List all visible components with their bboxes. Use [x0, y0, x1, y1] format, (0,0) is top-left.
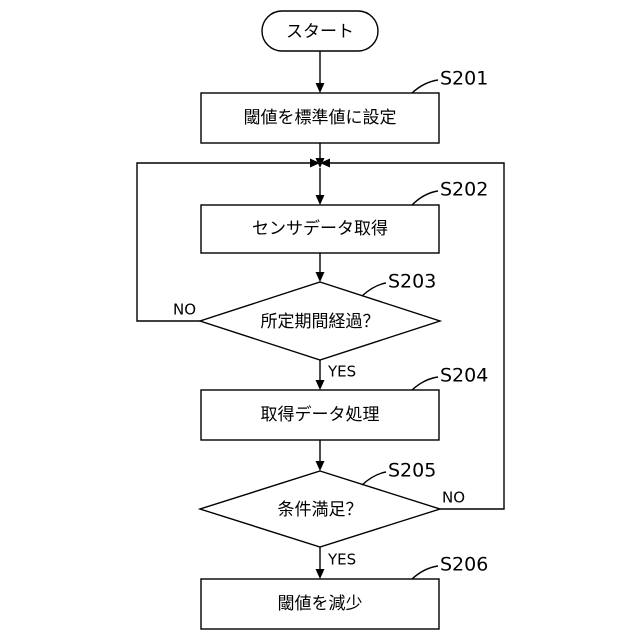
start-label: スタート: [286, 22, 354, 42]
step-id-s201: S201: [440, 68, 488, 90]
branch-label-s205-yes: YES: [327, 551, 356, 569]
step-leader-s202: [412, 191, 438, 205]
branch-label-s203-no: NO: [173, 301, 196, 319]
step-id-s205: S205: [388, 460, 436, 482]
step-leader-s206: [412, 566, 438, 579]
step-leader-s205: [362, 472, 386, 485]
step-id-s206: S206: [440, 554, 488, 576]
step-id-s203: S203: [388, 271, 436, 293]
branch-label-s203-yes: YES: [327, 363, 356, 381]
step-leader-s203: [362, 283, 386, 296]
step-leader-s204: [412, 377, 438, 390]
arrowhead-s204: [316, 380, 325, 390]
step-leader-s201: [412, 80, 438, 93]
step-id-s204: S204: [440, 365, 488, 387]
process-label-s202: センサデータ取得: [252, 218, 388, 239]
step-id-s202: S202: [440, 179, 488, 201]
arrowhead-s202: [316, 195, 325, 205]
decision-label-s205: 条件満足？: [278, 500, 363, 520]
process-label-s204: 取得データ処理: [261, 404, 380, 425]
arrowhead-s201: [316, 83, 325, 93]
arrowhead-s203: [316, 272, 325, 282]
arrowhead-s205: [316, 461, 325, 471]
decision-label-s203: 所定期間経過？: [261, 312, 380, 332]
process-label-s201: 閾値を標準値に設定: [244, 108, 397, 128]
process-label-s206: 閾値を減少: [278, 594, 363, 614]
branch-label-s205-no: NO: [442, 489, 465, 507]
arrowhead-s206: [316, 569, 325, 579]
